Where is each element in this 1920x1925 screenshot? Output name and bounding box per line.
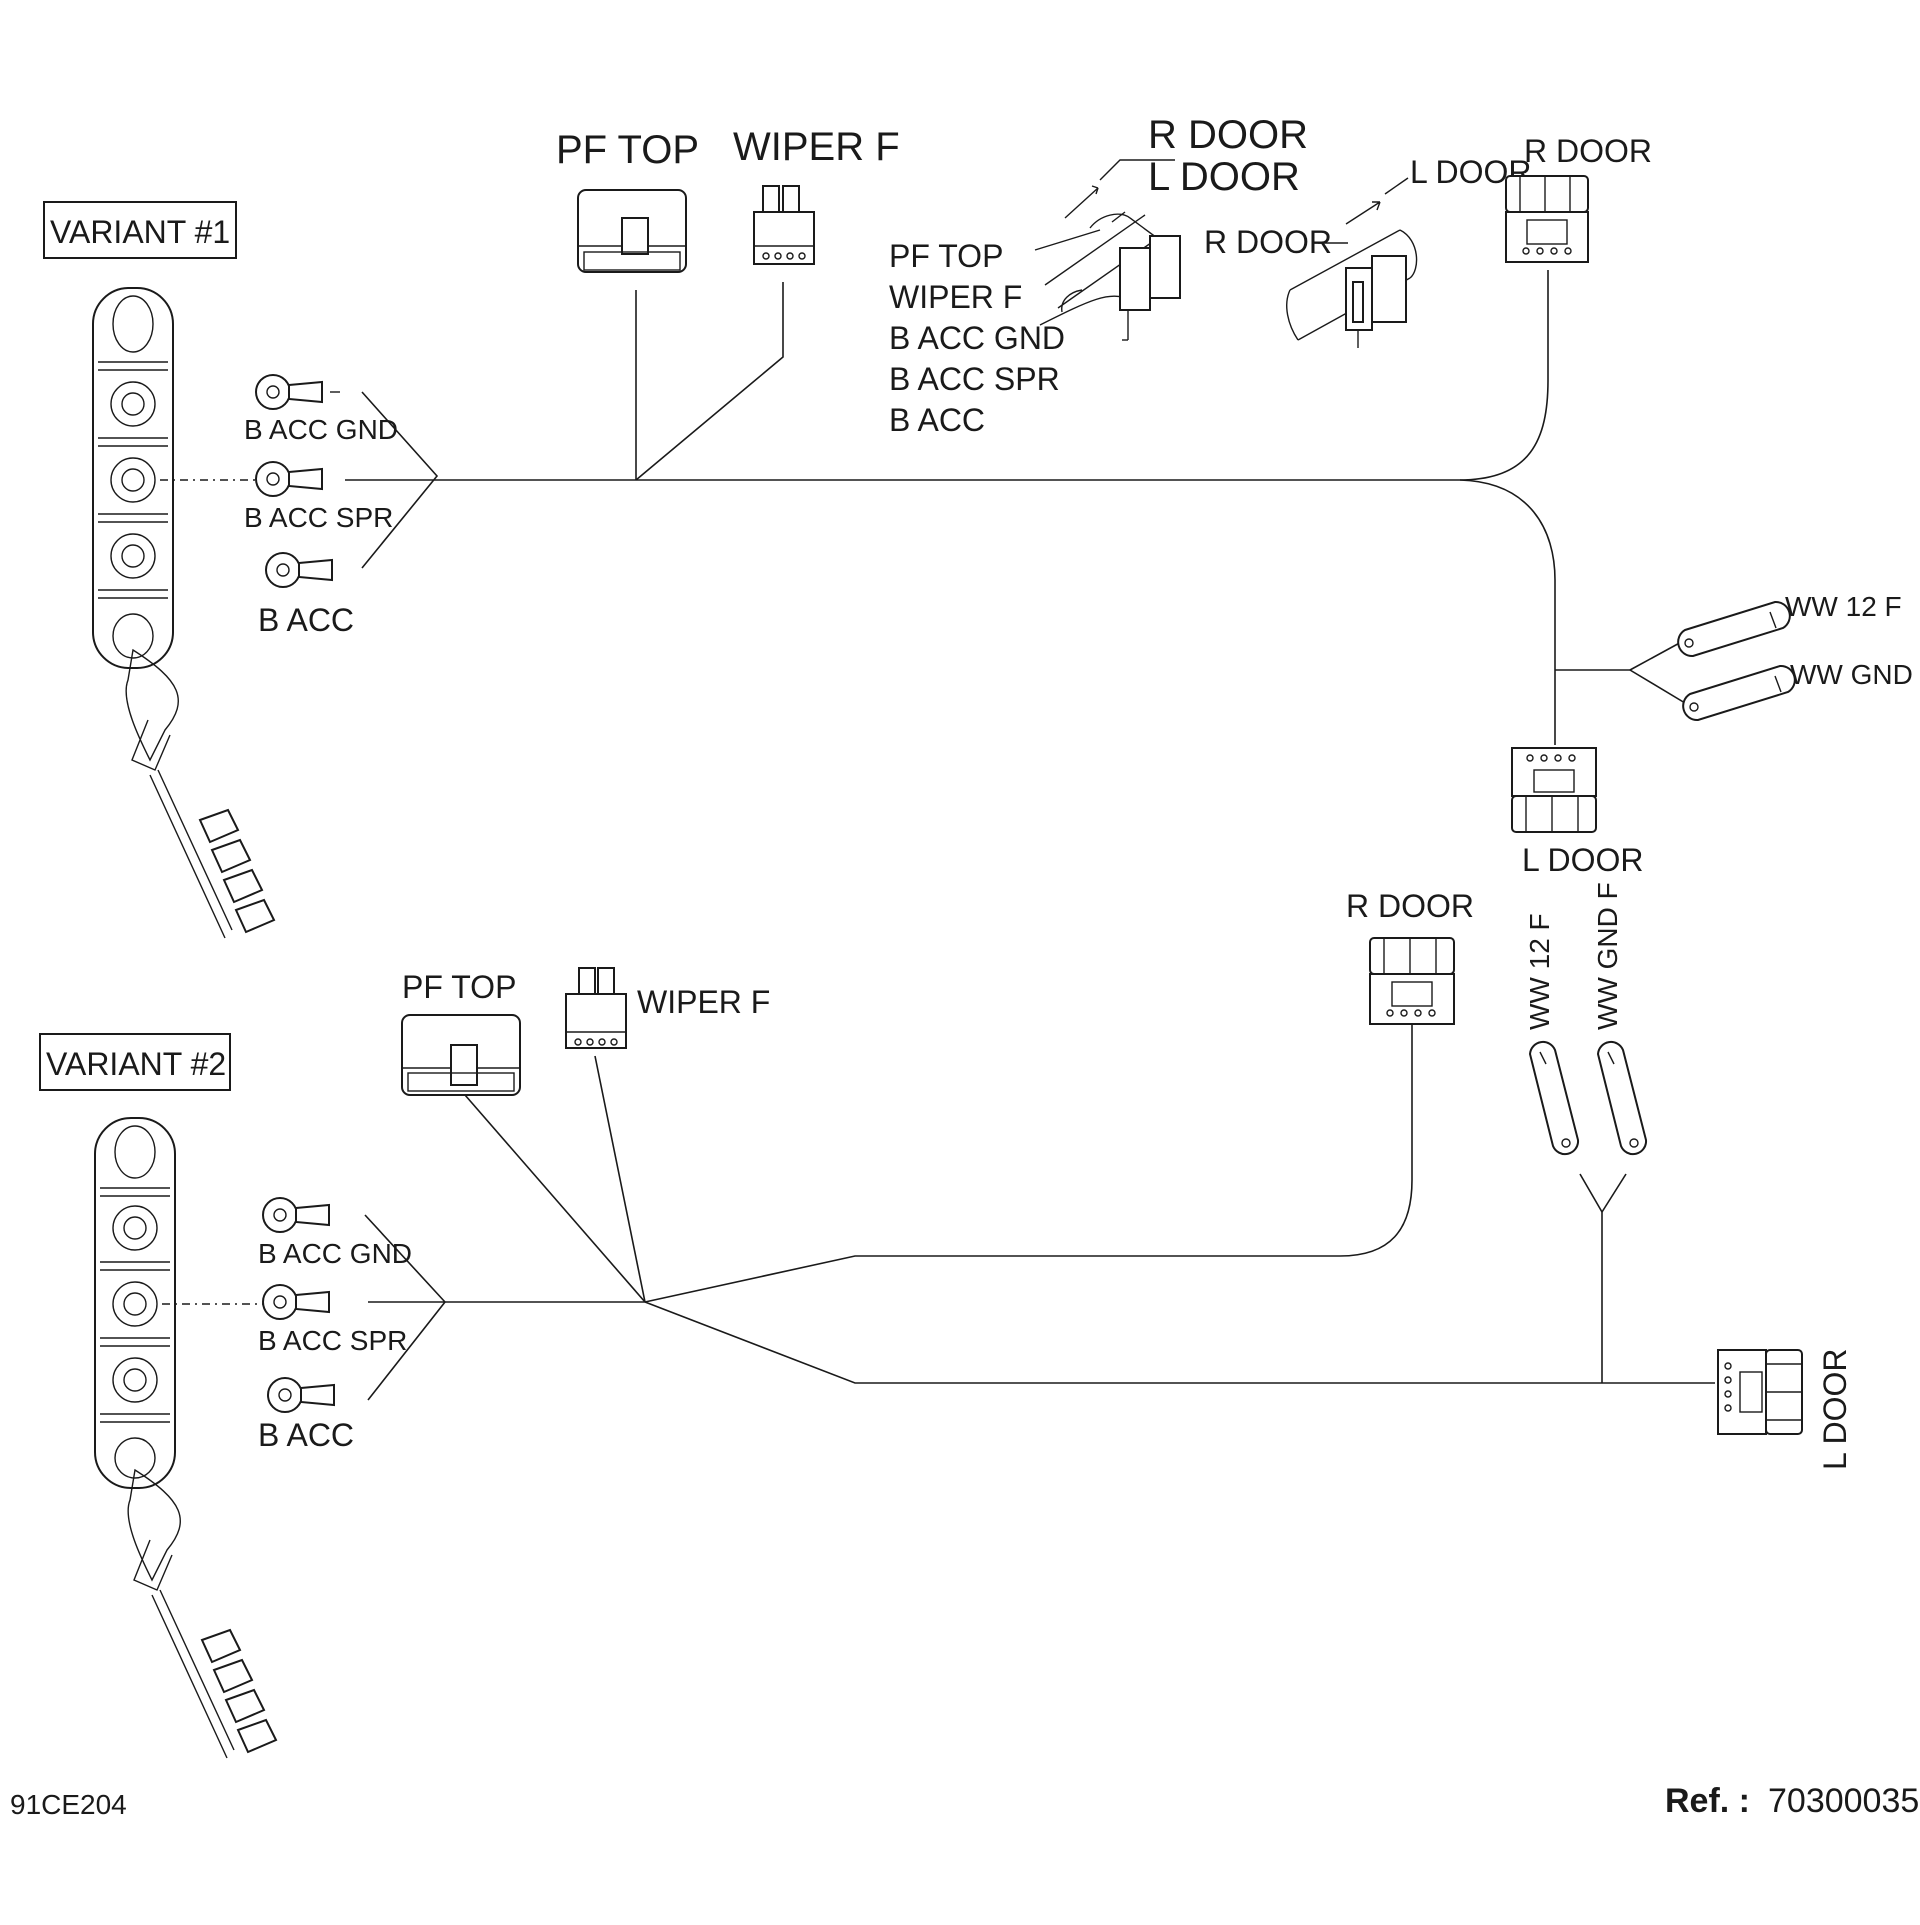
label-wiper-f: WIPER F <box>733 125 900 169</box>
r-door-connector-2 <box>1369 937 1455 1025</box>
wiper-f-connector-1 <box>753 185 815 265</box>
ww-gnd-f-terminal-2 <box>1596 1040 1648 1156</box>
pf-top-connector-2 <box>401 1014 521 1096</box>
ww-12-f-terminal-1 <box>1677 600 1791 658</box>
label-b-acc-gnd-2: B ACC GND <box>258 1238 412 1269</box>
label-ww-12-f-1: WW 12 F <box>1785 591 1902 622</box>
ww-gnd-f-terminal-1 <box>1682 664 1796 722</box>
label-wiper-f-2: WIPER F <box>637 984 770 1020</box>
drawing-code: 91CE204 <box>10 1789 127 1820</box>
label-b-acc: B ACC <box>258 602 354 638</box>
r-door-connector-1 <box>1505 175 1589 263</box>
ref-label: Ref. : <box>1665 1782 1750 1820</box>
terminal-block-1 <box>92 287 276 939</box>
variant-1-title: VARIANT #1 <box>50 214 230 250</box>
label-r-door-1: R DOOR <box>1524 133 1652 169</box>
variant-2-title-box <box>39 1033 231 1091</box>
harness-clip-1 <box>1034 213 1181 341</box>
variant-1: VARIANT #1 <box>43 113 1920 939</box>
label-b-acc-gnd: B ACC GND <box>244 414 398 445</box>
l-door-connector-1 <box>1511 747 1597 833</box>
l-door-connector-2 <box>1717 1349 1803 1435</box>
label-l-door-1: L DOOR <box>1522 842 1644 878</box>
ring-terminal-b-acc-spr <box>255 461 323 497</box>
label-b-acc-spr-2: B ACC SPR <box>258 1325 407 1356</box>
label-clip-l-door: L DOOR <box>1148 155 1300 199</box>
label-ww-12-f-2: WW 12 F <box>1524 913 1555 1030</box>
label-l-door-2: L DOOR <box>1817 1349 1853 1471</box>
label-r-door-2: R DOOR <box>1346 888 1474 924</box>
ring-terminal-b-acc <box>265 552 333 588</box>
label-clip2-r-door: R DOOR <box>1204 224 1332 260</box>
harness-clip-2 <box>1286 229 1418 348</box>
pf-top-connector-1 <box>577 189 687 273</box>
clip-list-b-acc-gnd: B ACC GND <box>889 320 1065 356</box>
clip-list-pf-top: PF TOP <box>889 238 1003 274</box>
clip-list-wiper-f: WIPER F <box>889 279 1022 315</box>
ref-number: 703000355 <box>1768 1782 1920 1820</box>
clip-list-b-acc-spr: B ACC SPR <box>889 361 1060 397</box>
label-pf-top-2: PF TOP <box>402 969 516 1005</box>
clip-list-b-acc: B ACC <box>889 402 985 438</box>
label-b-acc-2: B ACC <box>258 1417 354 1453</box>
variant-1-title-box <box>43 201 237 259</box>
ring-terminal-b-acc-gnd <box>255 374 340 410</box>
label-b-acc-spr: B ACC SPR <box>244 502 393 533</box>
label-clip-r-door: R DOOR <box>1148 113 1308 157</box>
wiper-f-connector-2 <box>565 967 627 1049</box>
label-ww-gnd-f-2: WW GND F <box>1592 882 1623 1030</box>
clip-wire-list: PF TOP WIPER F B ACC GND B ACC SPR B ACC <box>889 238 1065 438</box>
terminal-block-2 <box>94 1117 278 1759</box>
label-pf-top: PF TOP <box>556 128 699 172</box>
ww-12-f-terminal-2 <box>1528 1040 1580 1156</box>
variant-2-title: VARIANT #2 <box>46 1046 226 1082</box>
ring-terminal-b-acc-gnd-2 <box>262 1197 330 1233</box>
variant-2: VARIANT #2 <box>39 882 1853 1759</box>
ring-terminal-b-acc-spr-2 <box>262 1284 330 1320</box>
ring-terminal-b-acc-2 <box>267 1377 335 1413</box>
label-ww-gnd-f-1: WW GND F <box>1790 659 1920 690</box>
